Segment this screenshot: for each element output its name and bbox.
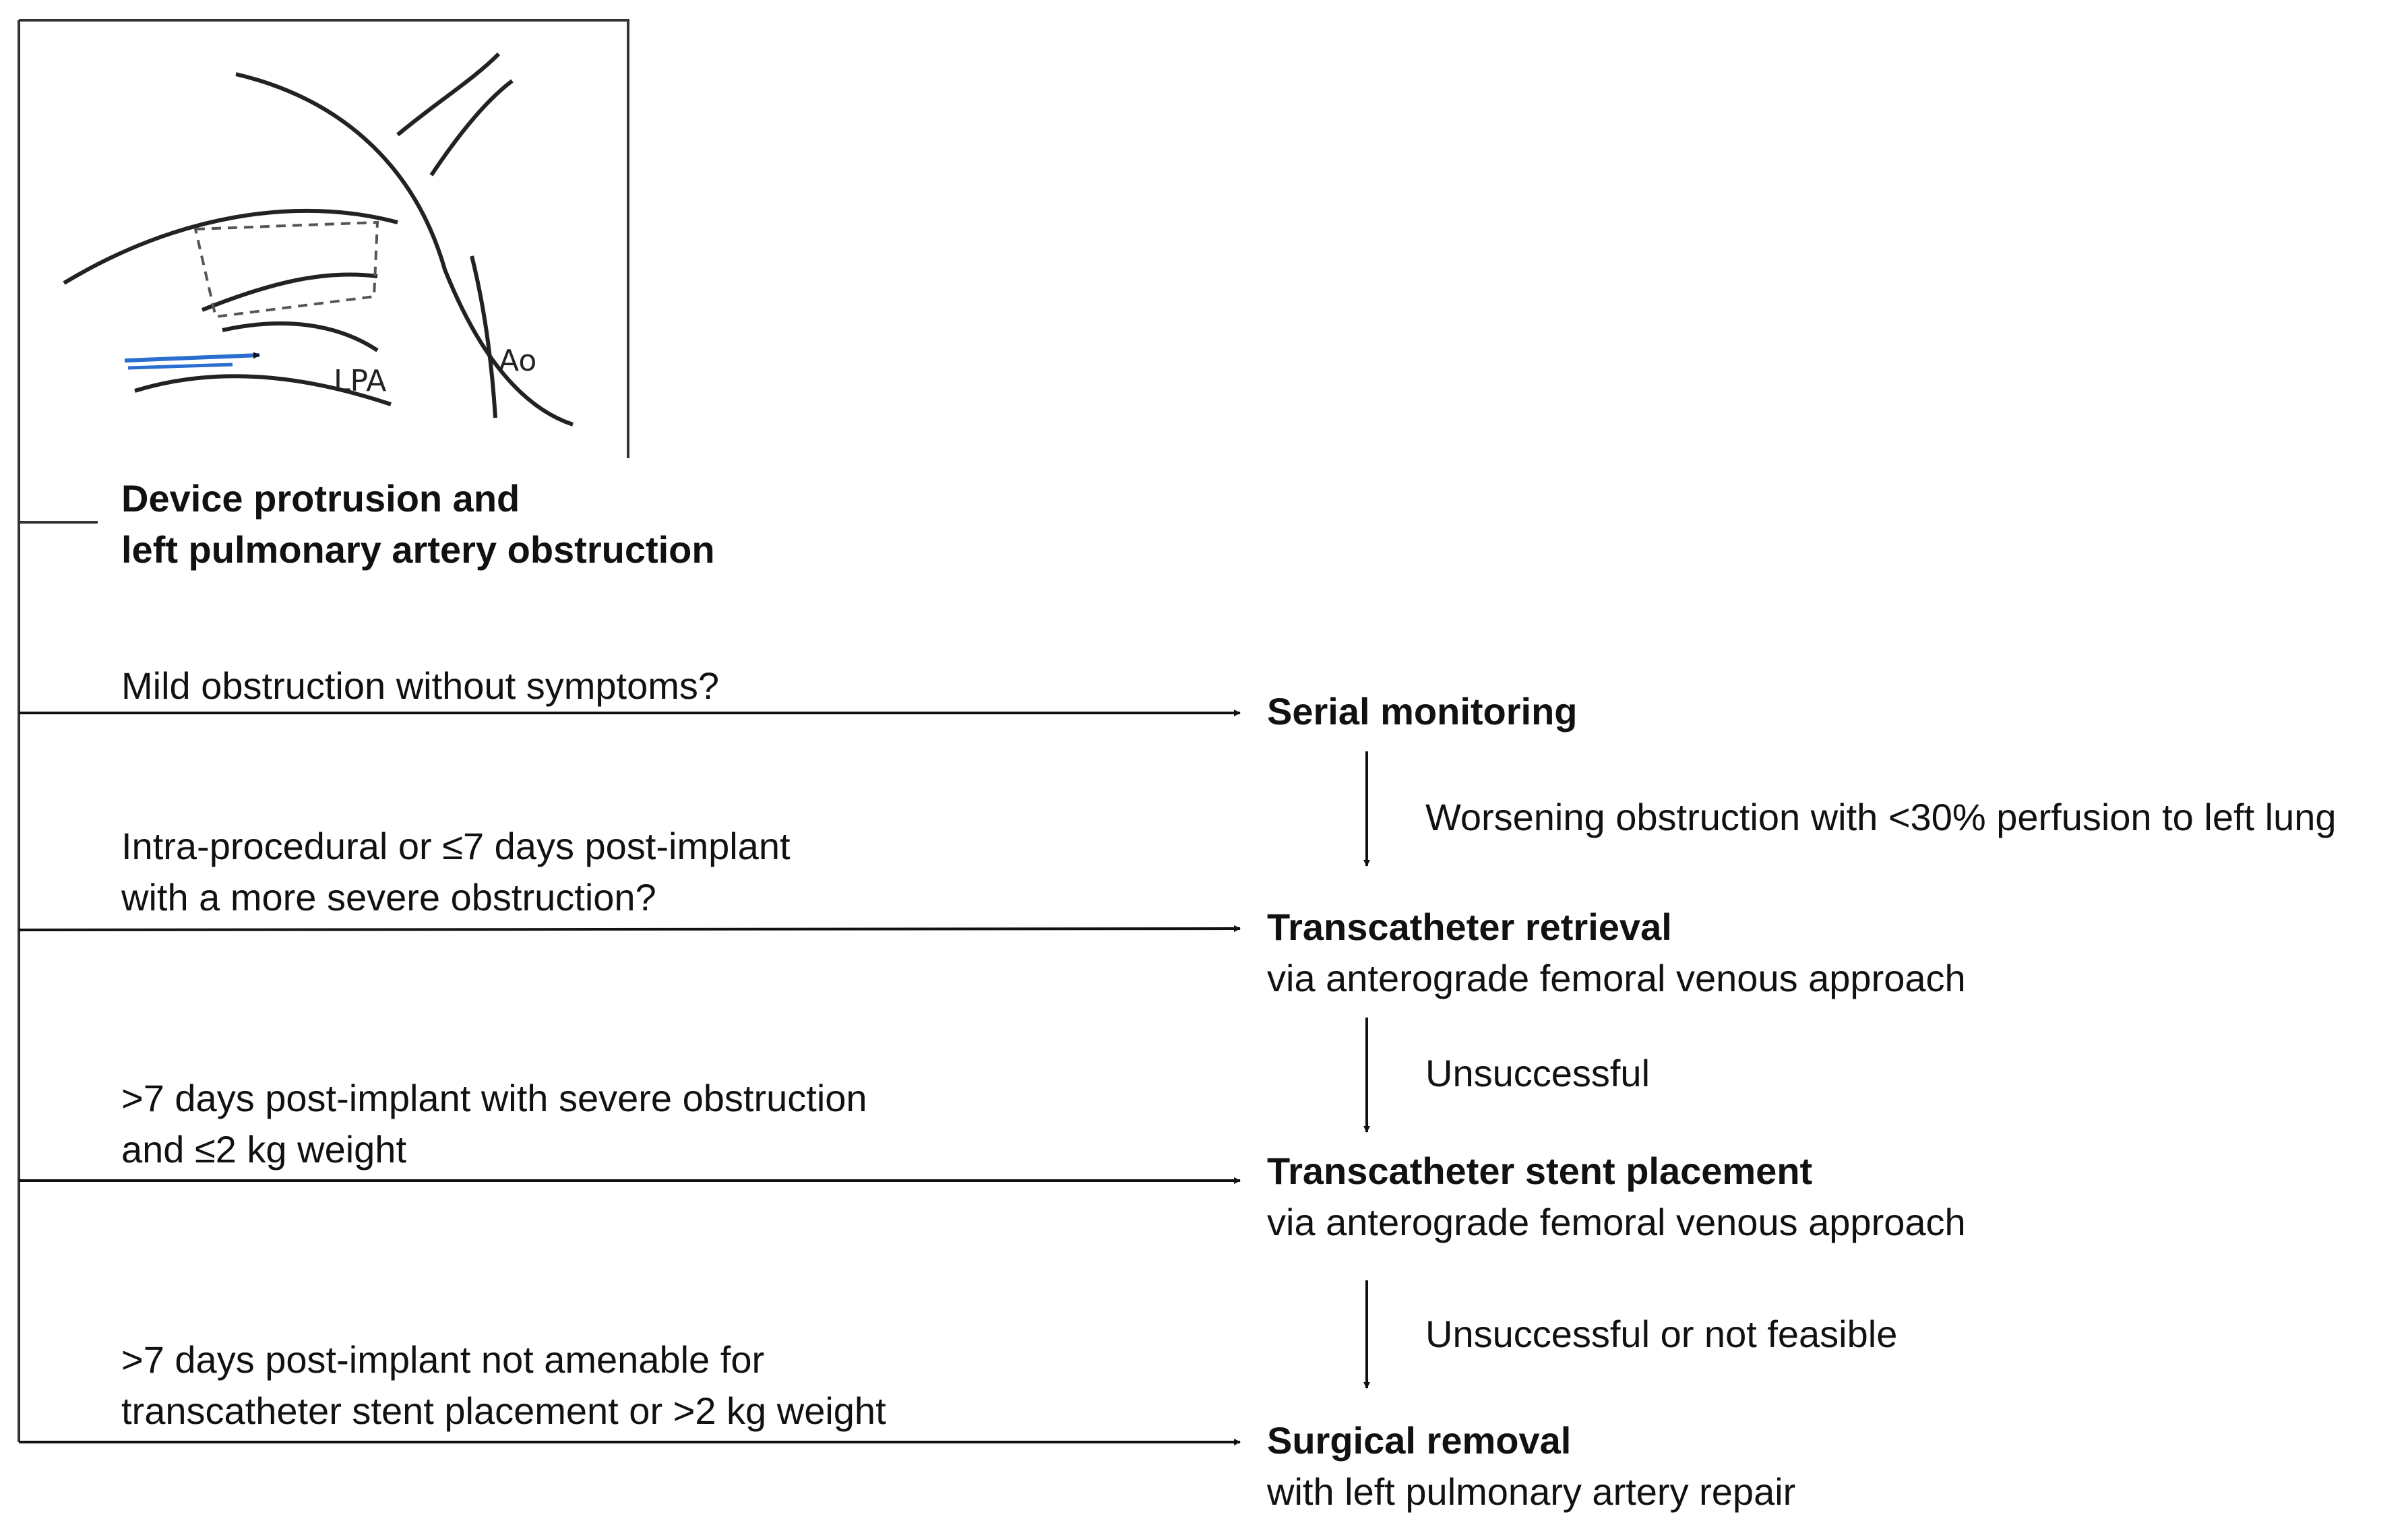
branch-arrow-2	[18, 925, 1241, 933]
anatomy-sketch: LPA Ao	[19, 19, 629, 458]
sketch-aortic-arch-top2	[429, 79, 514, 177]
condition-4-line2: transcatheter stent placement or >2 kg w…	[121, 1390, 886, 1432]
transition-1-label: Worsening obstruction with <30% perfusio…	[1425, 796, 2337, 838]
condition-2-line1: Intra-procedural or ≤7 days post-implant	[121, 825, 791, 867]
sketch-aorta	[470, 255, 497, 418]
sketch-device-mesh	[193, 220, 379, 319]
sketch-aortic-arch-top	[396, 52, 501, 137]
condition-3-line2: and ≤2 kg weight	[121, 1128, 407, 1171]
sketch-lpa-lower	[134, 374, 392, 406]
root-title-line1: Device protrusion and	[121, 477, 520, 520]
condition-1-line1: Mild obstruction without symptoms?	[121, 664, 720, 707]
sketch-aortic-arch-outer	[235, 72, 574, 427]
transition-3-label: Unsuccessful or not feasible	[1425, 1313, 1898, 1355]
outcome-3-subtitle: via anterograde femoral venous approach	[1267, 1201, 1966, 1243]
sketch-pa-bottom	[222, 321, 379, 352]
sketch-flow-arrow-2	[127, 363, 233, 370]
sketch-lpa-label: LPA	[334, 364, 386, 398]
condition-4-line1: >7 days post-implant not amenable for	[121, 1338, 765, 1381]
condition-3-line1: >7 days post-implant with severe obstruc…	[121, 1077, 867, 1119]
sketch-ao-label: Ao	[499, 344, 536, 378]
transition-2-label: Unsuccessful	[1425, 1052, 1650, 1094]
condition-2-line2: with a more severe obstruction?	[121, 876, 656, 918]
sketch-pa-top	[63, 208, 398, 285]
outcome-2-title: Transcatheter retrieval	[1267, 906, 1672, 948]
sketch-pa-middle	[201, 272, 378, 312]
outcome-1-title: Serial monitoring	[1267, 690, 1578, 732]
sketch-frame	[19, 19, 629, 458]
outcome-2-subtitle: via anterograde femoral venous approach	[1267, 957, 1966, 999]
sketch-flow-arrow	[124, 352, 260, 363]
outcome-4-title: Surgical removal	[1267, 1419, 1572, 1462]
outcome-3-title: Transcatheter stent placement	[1267, 1150, 1813, 1192]
outcome-4-subtitle: with left pulmonary artery repair	[1267, 1470, 1796, 1513]
root-title-line2: left pulmonary artery obstruction	[121, 528, 715, 571]
